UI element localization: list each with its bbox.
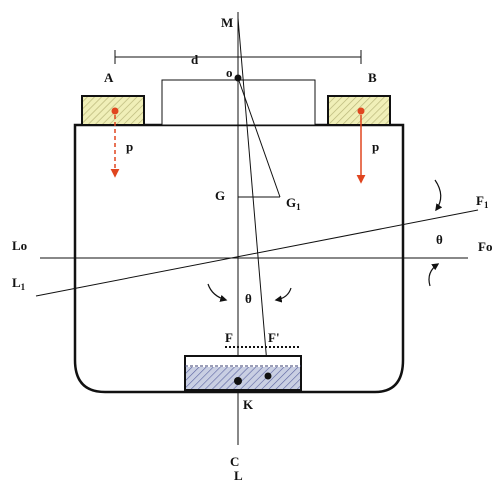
rotation-arrow-upper-right bbox=[434, 179, 443, 212]
rotation-arrow-centre-left bbox=[207, 283, 228, 302]
rotation-arrow-lower-right bbox=[428, 263, 440, 287]
label-f-prime: F' bbox=[268, 330, 280, 345]
line-o-g1 bbox=[237, 77, 281, 198]
weight-a-centre bbox=[111, 107, 119, 115]
label-cl-c: C bbox=[230, 454, 239, 469]
label-l1: L1 bbox=[12, 275, 26, 292]
hull-outline bbox=[73, 123, 405, 394]
ballast-fill bbox=[186, 367, 300, 389]
point-ballast-shifted bbox=[264, 372, 272, 380]
label-p-right: p bbox=[372, 139, 379, 154]
label-d: d bbox=[191, 52, 199, 67]
label-f: F bbox=[225, 330, 233, 345]
label-o: o bbox=[226, 65, 233, 80]
rotation-arrow-centre-right bbox=[274, 287, 292, 303]
label-theta-right: θ bbox=[436, 232, 443, 247]
label-g: G bbox=[215, 188, 225, 203]
point-ballast-centre bbox=[234, 377, 242, 385]
label-g1: G1 bbox=[286, 195, 301, 212]
weight-b-centre bbox=[357, 107, 365, 115]
label-m: M bbox=[221, 15, 233, 30]
label-cl-l: L bbox=[234, 468, 243, 483]
label-b: B bbox=[368, 70, 377, 85]
point-o bbox=[234, 74, 242, 82]
label-f1: F1 bbox=[476, 193, 489, 210]
label-fo: Fo bbox=[478, 239, 492, 254]
label-a: A bbox=[104, 70, 114, 85]
label-p-left: p bbox=[126, 139, 133, 154]
label-k: K bbox=[243, 397, 254, 412]
label-lo: Lo bbox=[12, 238, 27, 253]
waterline-l1-f1 bbox=[35, 209, 479, 297]
label-theta-centre: θ bbox=[245, 291, 252, 306]
